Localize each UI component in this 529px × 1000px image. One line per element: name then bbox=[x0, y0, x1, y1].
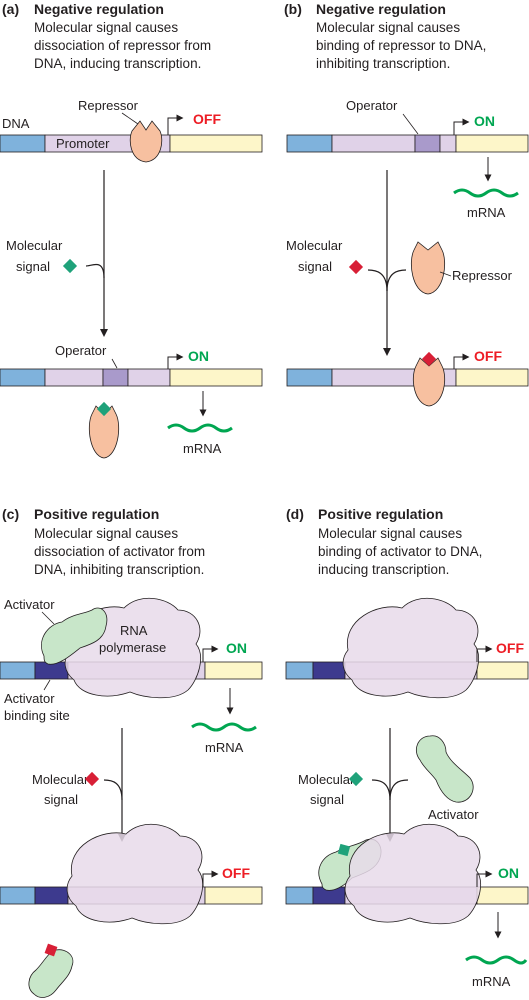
panel-d-desc-line-3: inducing transcription. bbox=[318, 562, 449, 577]
panel-d-letter: (d) bbox=[286, 506, 304, 522]
panel-c-mrna-icon bbox=[191, 722, 257, 732]
panel-c-letter: (c) bbox=[2, 506, 19, 522]
panel-b-letter: (b) bbox=[284, 1, 302, 17]
panel-c-title: Positive regulation bbox=[34, 506, 159, 522]
panel-d-on-label: ON bbox=[498, 865, 519, 881]
panel-d-signal-label-2: signal bbox=[310, 792, 344, 807]
panel-c-signal-label-2: signal bbox=[44, 792, 78, 807]
panel-a-dna-label: DNA bbox=[2, 116, 30, 131]
panel-d-desc-line-2: binding of activator to DNA, bbox=[318, 544, 482, 559]
panel-c-polymerase-label-2: polymerase bbox=[99, 640, 166, 655]
panel-b-repressor-free bbox=[411, 241, 445, 295]
panel-d-mrna-label: mRNA bbox=[472, 974, 511, 989]
panel-d-mrna-icon bbox=[465, 955, 528, 965]
panel-b-desc-line-2: binding of repressor to DNA, bbox=[316, 38, 486, 53]
panel-a-dna-bottom bbox=[0, 368, 263, 387]
panel-c-desc-line-2: dissociation of activator from bbox=[34, 544, 205, 559]
panel-b-on-label: ON bbox=[474, 113, 495, 129]
panel-a-desc-line-2: dissociation of repressor from bbox=[34, 38, 211, 53]
panel-b-bound-signal-icon bbox=[421, 351, 437, 367]
panel-b-signal-label-2: signal bbox=[298, 259, 332, 274]
panel-a-desc-line-1: Molecular signal causes bbox=[34, 20, 178, 35]
panel-b-desc-line-1: Molecular signal causes bbox=[316, 20, 460, 35]
panel-a-desc-line-3: DNA, inducing transcription. bbox=[34, 56, 201, 71]
panel-d-title: Positive regulation bbox=[318, 506, 443, 522]
panel-a-promoter-label: Promoter bbox=[56, 136, 110, 151]
panel-c-binding-site-label-1: Activator bbox=[4, 691, 55, 706]
panel-c-activator-label: Activator bbox=[4, 597, 55, 612]
panel-d: (d) Positive regulation Molecular signal… bbox=[285, 506, 529, 989]
panel-d-molecular-signal-icon bbox=[348, 771, 364, 787]
panel-b-repressor-label: Repressor bbox=[452, 268, 513, 283]
panel-c-molecular-signal-icon bbox=[84, 771, 100, 787]
panel-a-repressor-free bbox=[88, 405, 120, 459]
panel-a-signal-label-1: Molecular bbox=[6, 238, 63, 253]
panel-c-on-label: ON bbox=[226, 640, 247, 656]
panel-b-off-label: OFF bbox=[474, 348, 502, 364]
panel-a-repressor-bound bbox=[129, 120, 163, 163]
panel-a-letter: (a) bbox=[2, 1, 19, 17]
panel-c-binding-site-label-2: binding site bbox=[4, 708, 70, 723]
panel-b-repressor-bound bbox=[412, 357, 446, 407]
panel-b: (b) Negative regulation Molecular signal… bbox=[284, 1, 529, 407]
panel-b-dna-bottom bbox=[286, 368, 529, 387]
panel-b-signal-label-1: Molecular bbox=[286, 238, 343, 253]
panel-a-repressor-label: Repressor bbox=[78, 98, 139, 113]
panel-d-rna-polymerase-bottom bbox=[344, 823, 481, 925]
panel-a: (a) Negative regulation Molecular signal… bbox=[0, 1, 263, 459]
panel-c-off-label: OFF bbox=[222, 865, 250, 881]
panel-d-activator-label: Activator bbox=[428, 807, 479, 822]
panel-b-mrna-label: mRNA bbox=[467, 205, 506, 220]
panel-c-desc-line-1: Molecular signal causes bbox=[34, 526, 178, 541]
panel-a-title: Negative regulation bbox=[34, 1, 164, 17]
panel-c: (c) Positive regulation Molecular signal… bbox=[0, 506, 263, 998]
panel-c-mrna-label: mRNA bbox=[205, 740, 244, 755]
panel-c-activator-free bbox=[28, 949, 74, 998]
panel-b-title: Negative regulation bbox=[316, 1, 446, 17]
panel-c-rna-polymerase-bottom bbox=[66, 823, 203, 925]
panel-d-off-label: OFF bbox=[496, 640, 524, 656]
panel-a-mrna-icon bbox=[167, 423, 233, 433]
panel-d-activator-free bbox=[416, 735, 474, 803]
panel-d-bound-signal-icon bbox=[337, 843, 351, 857]
panel-c-bound-signal-icon bbox=[44, 943, 58, 957]
panel-b-molecular-signal-icon bbox=[348, 259, 364, 275]
panel-a-off-label: OFF bbox=[193, 111, 221, 127]
panel-a-molecular-signal-icon bbox=[62, 258, 78, 274]
panel-a-on-label: ON bbox=[188, 348, 209, 364]
panel-a-mrna-label: mRNA bbox=[183, 441, 222, 456]
panel-a-bound-signal-icon bbox=[96, 401, 112, 417]
panel-a-operator-label: Operator bbox=[55, 343, 107, 358]
panel-c-activator-bound bbox=[41, 607, 108, 665]
panel-b-desc-line-3: inhibiting transcription. bbox=[316, 56, 450, 71]
panel-b-mrna-icon bbox=[453, 188, 519, 198]
panel-c-polymerase-label-1: RNA bbox=[120, 623, 148, 638]
panel-c-signal-label-1: Molecular bbox=[32, 772, 89, 787]
panel-d-signal-label-1: Molecular bbox=[298, 772, 355, 787]
panel-b-dna-top bbox=[286, 134, 529, 153]
panel-a-signal-label-2: signal bbox=[16, 259, 50, 274]
panel-d-rna-polymerase bbox=[342, 597, 479, 699]
panel-c-desc-line-3: DNA, inhibiting transcription. bbox=[34, 562, 204, 577]
panel-d-desc-line-1: Molecular signal causes bbox=[318, 526, 462, 541]
panel-b-operator-label: Operator bbox=[346, 98, 398, 113]
